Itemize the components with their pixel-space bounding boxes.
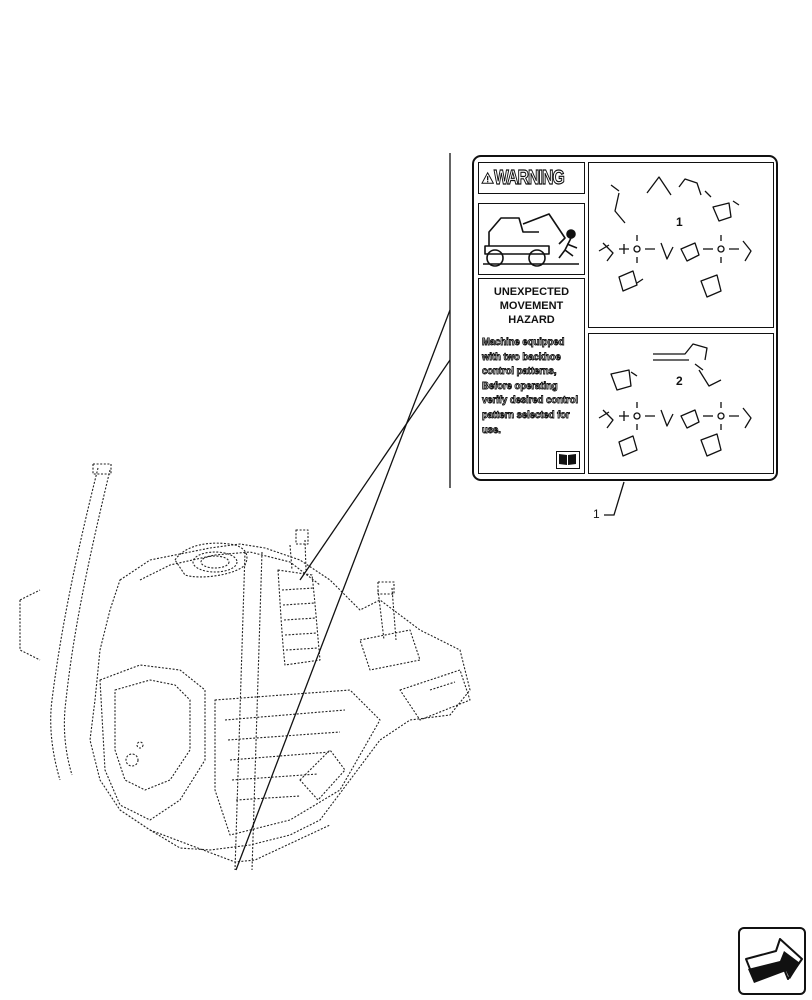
warning-triangle-icon [481, 171, 495, 184]
pattern-2-pictograms [598, 343, 752, 457]
pattern-1-pictograms [598, 176, 752, 298]
warning-decal: WARNING UNEXPECTED MOVEMENT HAZARD [472, 155, 778, 481]
control-pattern-2: 2 [588, 333, 774, 474]
manual-book-icon [556, 451, 580, 469]
warning-header: WARNING [478, 162, 585, 194]
callout-number: 1 [593, 507, 600, 521]
warning-word: WARNING [494, 166, 566, 189]
pattern-number-2: 2 [676, 374, 683, 388]
hazard-message-box: UNEXPECTED MOVEMENT HAZARD Machine equip… [478, 278, 585, 474]
hazard-title: UNEXPECTED MOVEMENT HAZARD [493, 286, 570, 326]
pattern-number-1: 1 [676, 215, 683, 229]
hazard-body-text: Machine equipped with two backhoe contro… [482, 336, 579, 436]
hazard-pictogram [478, 203, 585, 275]
next-page-arrow-icon[interactable] [738, 927, 806, 995]
backhoe-person-pictogram [483, 213, 579, 267]
control-pattern-1: 1 [588, 162, 774, 328]
